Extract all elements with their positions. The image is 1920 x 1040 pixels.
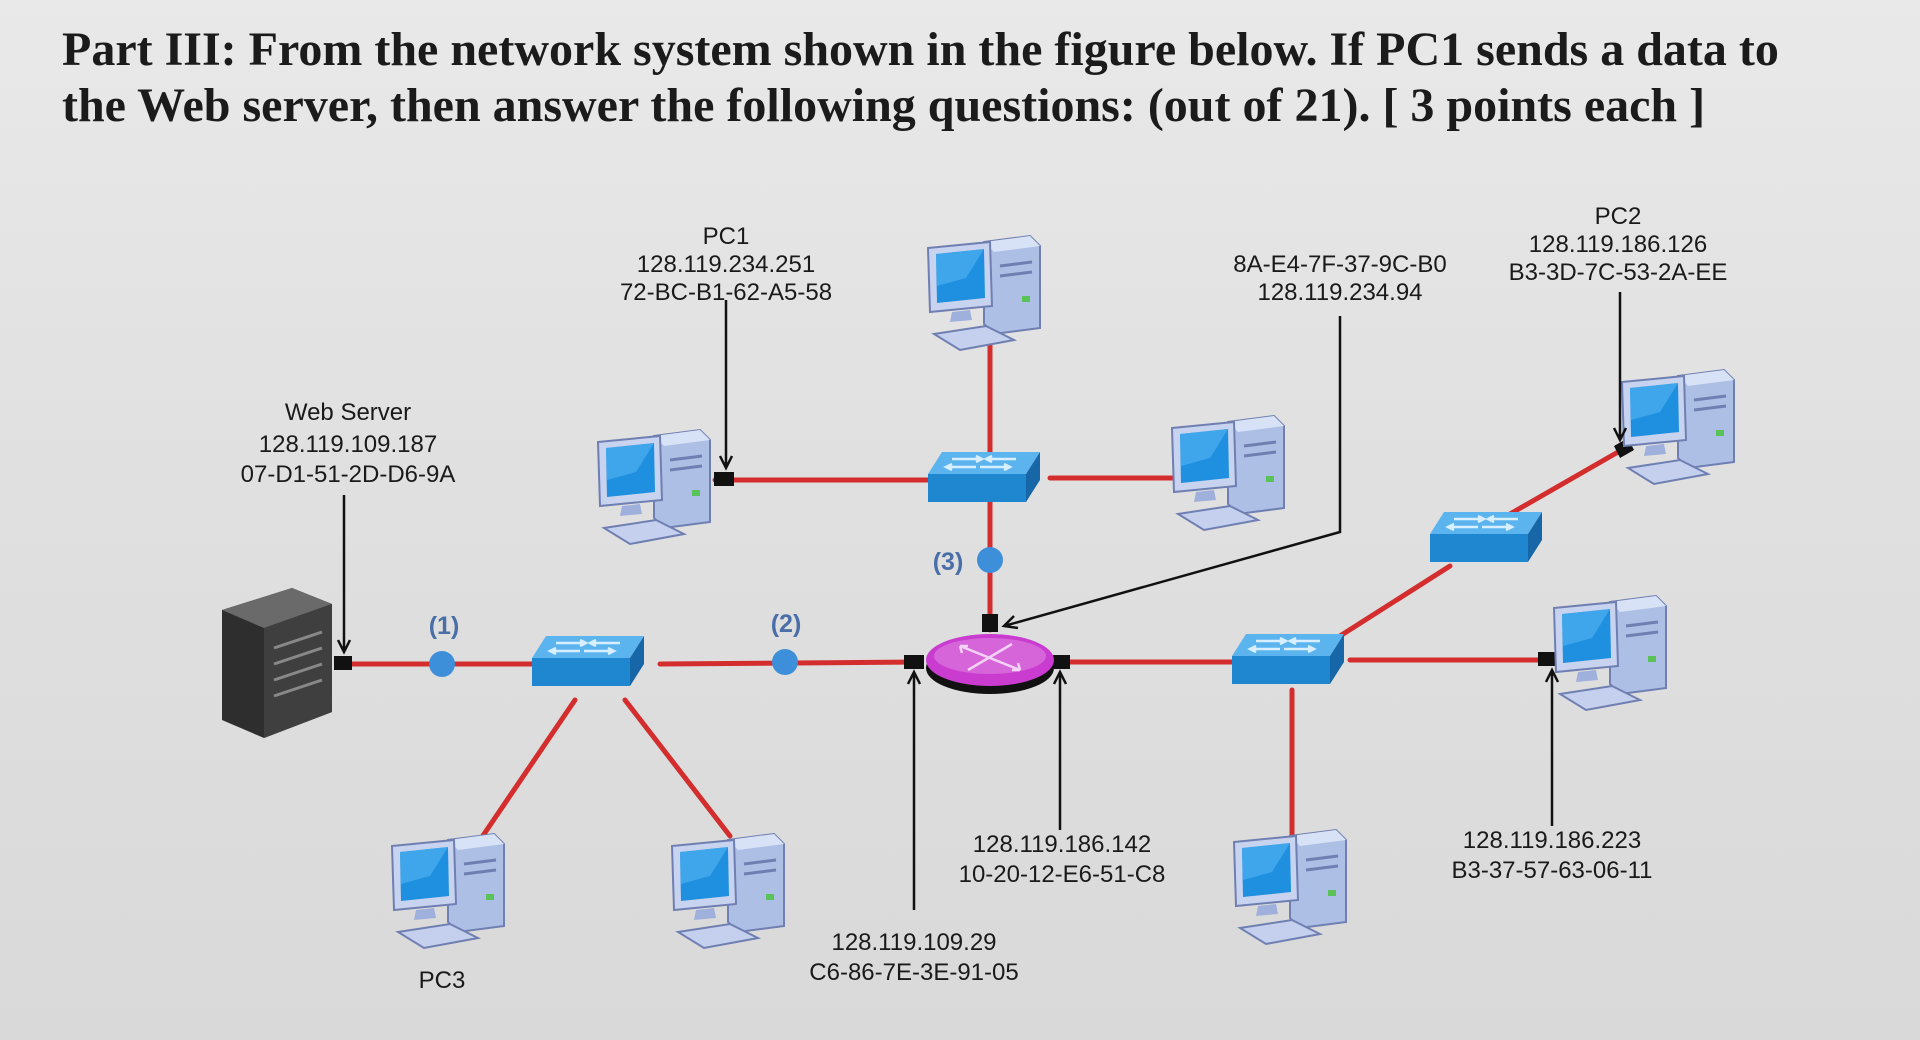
pc1-computer-icon — [596, 428, 712, 546]
pc3-computer-icon — [390, 832, 506, 950]
pc3-name-label: PC3 — [419, 967, 466, 994]
annotation-point-2-marker — [772, 649, 798, 675]
port-router-top — [982, 614, 998, 632]
web-server-mac-label: 07-D1-51-2D-D6-9A — [241, 461, 456, 488]
pointer-router-right — [1052, 669, 1068, 830]
annotation-point-2-label: (2) — [771, 610, 802, 638]
link-switch-right-switch-upper — [1337, 563, 1453, 639]
pointer-router-top — [1001, 316, 1342, 630]
router-top-ip-label: 128.119.234.94 — [1257, 279, 1422, 306]
pc2-ip-label: 128.119.186.126 — [1529, 231, 1707, 258]
port-web-server — [334, 656, 352, 670]
pc-bottom-right-computer-icon — [1232, 828, 1348, 946]
pointer-lines — [336, 292, 1628, 910]
pc1-mac-label: 72-BC-B1-62-A5-58 — [620, 279, 832, 306]
link-switch-upper-pc2 — [1507, 445, 1628, 517]
network-links — [337, 337, 1628, 843]
pc-bottom-middle-computer-icon — [670, 832, 786, 950]
web-server-name-label: Web Server — [285, 399, 411, 426]
pointer-router-left — [906, 669, 922, 910]
interface-ports — [334, 438, 1634, 670]
router-right-ip-label: 128.119.186.142 — [973, 831, 1151, 858]
annotation-point-1-label: (1) — [429, 612, 460, 640]
annotation-points — [429, 547, 1003, 677]
annotation-point-3-marker — [977, 547, 1003, 573]
port-router-left — [904, 655, 924, 669]
link-switch-left-pc3 — [477, 697, 578, 843]
heading-line-2: the Web server, then answer the followin… — [62, 79, 1706, 132]
switch-upper-right-icon — [1428, 510, 1544, 564]
web-server-ip-label: 128.119.109.187 — [259, 431, 437, 458]
annotation-point-3-label: (3) — [933, 548, 964, 576]
port-router-right — [1050, 655, 1070, 669]
port-pc-right — [1538, 652, 1558, 666]
port-pc1 — [714, 472, 734, 486]
pc1-ip-label: 128.119.234.251 — [637, 251, 815, 278]
pointer-pc1 — [718, 300, 734, 471]
router-top-mac-label: 8A-E4-7F-37-9C-B0 — [1233, 251, 1446, 278]
pc-middle-computer-icon — [1170, 414, 1286, 532]
pointer-pc-right — [1544, 667, 1560, 826]
pc-right-computer-icon — [1552, 594, 1668, 712]
link-switch-left-pc — [622, 697, 733, 839]
router-icon — [926, 634, 1054, 694]
switch-top-icon — [926, 450, 1042, 504]
pc2-computer-icon — [1620, 368, 1736, 486]
pc-top-computer-icon — [926, 234, 1042, 352]
pc-right-ip-label: 128.119.186.223 — [1463, 827, 1641, 854]
question-heading: Part III: From the network system shown … — [62, 22, 1862, 134]
router-left-mac-label: C6-86-7E-3E-91-05 — [809, 959, 1018, 986]
pc1-name-label: PC1 — [703, 223, 750, 250]
router-left-ip-label: 128.119.109.29 — [831, 929, 996, 956]
heading-line-1: Part III: From the network system shown … — [62, 23, 1779, 76]
web-server-icon — [222, 588, 332, 738]
switch-left-icon — [530, 634, 646, 688]
pc-right-mac-label: B3-37-57-63-06-11 — [1451, 857, 1652, 884]
pointer-web-server — [336, 495, 352, 655]
router-right-mac-label: 10-20-12-E6-51-C8 — [959, 861, 1166, 888]
pc2-mac-label: B3-3D-7C-53-2A-EE — [1509, 259, 1728, 286]
switch-right-icon — [1230, 632, 1346, 686]
pc2-name-label: PC2 — [1595, 203, 1642, 230]
annotation-point-1-marker — [429, 651, 455, 677]
pointer-pc2 — [1612, 292, 1628, 443]
